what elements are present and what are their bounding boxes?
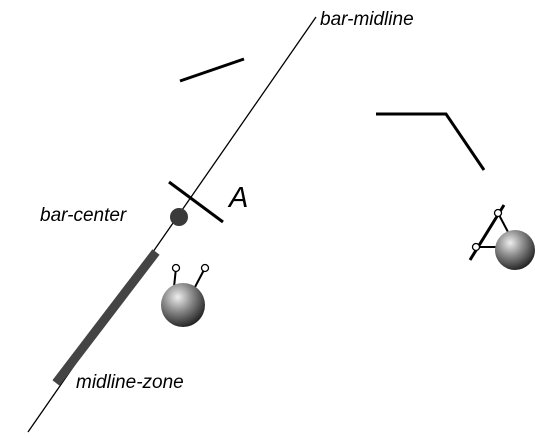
bar-center-label: bar-center — [40, 205, 127, 226]
midline-zone-label: midline-zone — [76, 372, 184, 393]
robot-left-icon — [161, 263, 210, 327]
bent-wall — [376, 112, 486, 171]
marker-a-label: A — [227, 182, 248, 214]
midline-zone-bar — [52, 249, 160, 386]
robot-right-icon — [468, 204, 535, 270]
bar-segment — [168, 180, 224, 224]
bar-midline-label: bar-midline — [320, 9, 414, 30]
bar-center-dot — [170, 208, 188, 226]
upper-segment — [179, 57, 245, 83]
